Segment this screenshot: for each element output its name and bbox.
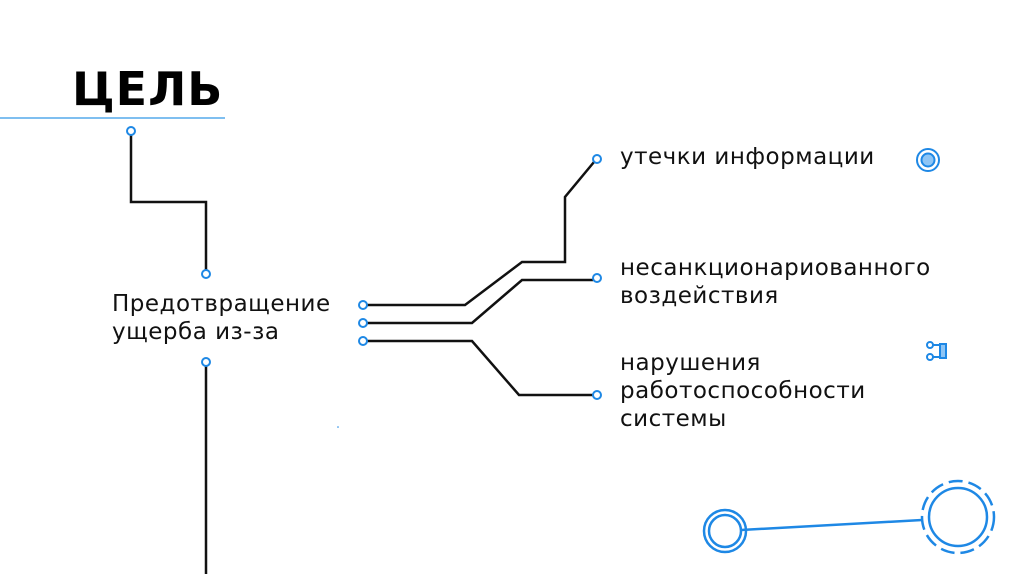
decorative-connector (702, 479, 996, 555)
center-label-line: Предотвращение (112, 291, 331, 317)
node-dot (358, 300, 368, 310)
node-dot (592, 390, 602, 400)
slide-title: ЦЕЛЬ (72, 62, 224, 116)
branch-label-line: нарушения (620, 350, 761, 376)
node-dot (592, 154, 602, 164)
node-dot (592, 273, 602, 283)
node-dot (358, 336, 368, 346)
connector-branch-1 (367, 161, 595, 307)
node-dot (201, 357, 211, 367)
branch-label-line: воздействия (620, 283, 779, 309)
branch-label-line: утечки информации (620, 144, 875, 170)
stray-dot (337, 426, 339, 428)
circuit-icon (926, 341, 947, 361)
branch-label-leaks: утечки информации (620, 143, 875, 171)
branch-label-unauthorized: несанкционарио­ванного воздействия (620, 254, 931, 310)
target-icon (916, 148, 940, 172)
node-dot (201, 269, 211, 279)
node-dot (126, 126, 136, 136)
connector-branch-2 (367, 278, 593, 325)
node-dot (358, 318, 368, 328)
center-label: Предотвращение ущерба из-за (112, 290, 331, 346)
center-label-line: ущерба из-за (112, 319, 280, 345)
branch-label-line: работоспособности (620, 378, 866, 404)
connector-branch-3 (367, 339, 593, 397)
branch-label-line: системы (620, 406, 727, 432)
connector-title-to-center (129, 135, 208, 270)
branch-label-disruption: нарушения работоспособности системы (620, 349, 866, 433)
branch-label-line: несанкционарио­ванного (620, 255, 931, 281)
